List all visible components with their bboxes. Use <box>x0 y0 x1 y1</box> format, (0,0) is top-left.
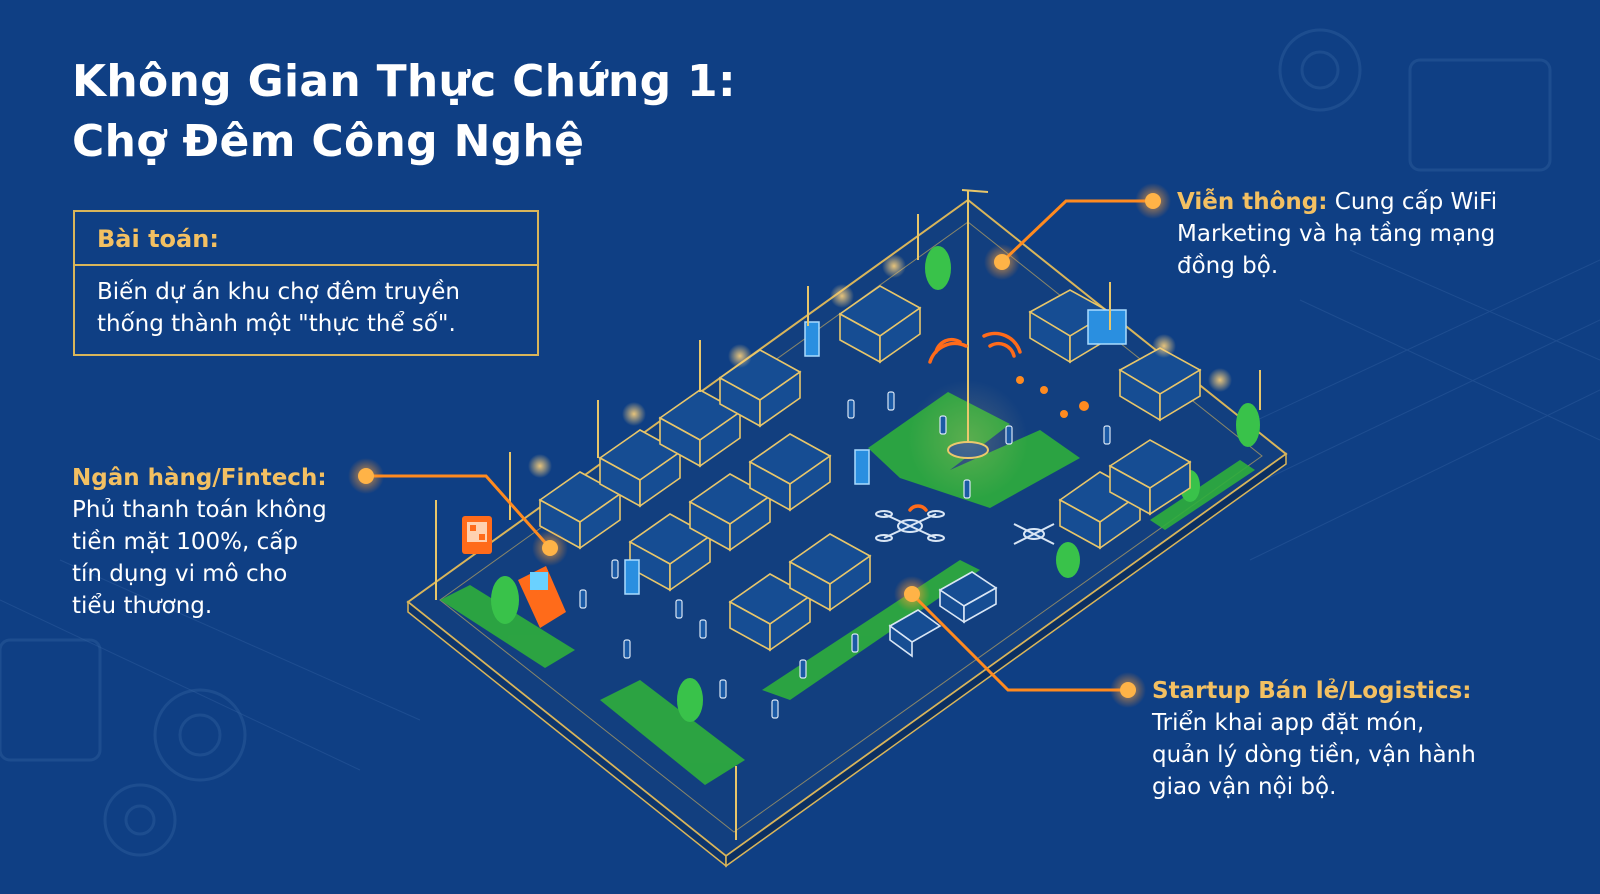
drone-icon <box>875 510 1055 545</box>
callout-bank: Ngân hàng/Fintech: Phủ thanh toán không … <box>72 462 327 622</box>
callout-dots <box>348 183 1171 708</box>
lamp-posts <box>435 214 1261 840</box>
callout-telecom: Viễn thông: Cung cấp WiFi Marketing và h… <box>1177 186 1497 282</box>
qr-code-icon <box>462 516 492 554</box>
title-line-2: Chợ Đêm Công Nghệ <box>72 116 585 167</box>
callout-bank-text-1: Phủ thanh toán không <box>72 497 327 523</box>
problem-body: Biến dự án khu chợ đêm truyền thống thàn… <box>75 266 537 340</box>
callout-telecom-text-3: đồng bộ. <box>1177 253 1279 279</box>
callout-bank-text-4: tiểu thương. <box>72 593 213 619</box>
callout-retail-text-1: Triển khai app đặt món, <box>1152 710 1425 736</box>
pedestrians <box>579 391 1111 719</box>
atm-kiosk-icon <box>518 566 566 628</box>
callout-lines <box>366 199 1153 692</box>
digital-screens <box>624 309 1127 595</box>
market-stalls <box>538 285 1202 652</box>
title-line-1: Không Gian Thực Chứng 1: <box>72 56 736 107</box>
problem-box: Bài toán: Biến dự án khu chợ đêm truyền … <box>73 210 539 356</box>
network-nodes <box>1016 376 1089 418</box>
page-title: Không Gian Thực Chứng 1: Chợ Đêm Công Ng… <box>72 52 736 172</box>
callout-retail-text-2: quản lý dòng tiền, vận hành <box>1152 742 1476 768</box>
wifi-tower <box>908 189 1028 500</box>
problem-body-line-2: thống thành một "thực thể số". <box>97 311 456 337</box>
callout-bank-label: Ngân hàng/Fintech: <box>72 465 327 491</box>
lamp-glows <box>528 254 1232 478</box>
delivery-van-icon <box>888 571 998 658</box>
problem-heading: Bài toán: <box>75 212 537 266</box>
callout-telecom-text-2: Marketing và hạ tầng mạng <box>1177 221 1496 247</box>
callout-telecom-label: Viễn thông: <box>1177 189 1328 215</box>
gear-icon <box>0 28 1552 857</box>
callout-retail-label: Startup Bán lẻ/Logistics: <box>1152 678 1472 704</box>
callout-bank-text-2: tiền mặt 100%, cấp <box>72 529 298 555</box>
callout-bank-text-3: tín dụng vi mô cho <box>72 561 288 587</box>
problem-body-line-1: Biến dự án khu chợ đêm truyền <box>97 279 460 305</box>
callout-retail-text-3: giao vận nội bộ. <box>1152 774 1337 800</box>
trees <box>491 246 1260 722</box>
callout-telecom-text-1: Cung cấp WiFi <box>1327 189 1498 215</box>
callout-telecom-line-1: Viễn thông: Cung cấp WiFi <box>1177 186 1497 218</box>
callout-retail: Startup Bán lẻ/Logistics: Triển khai app… <box>1152 675 1476 803</box>
wifi-icon <box>908 331 1022 512</box>
